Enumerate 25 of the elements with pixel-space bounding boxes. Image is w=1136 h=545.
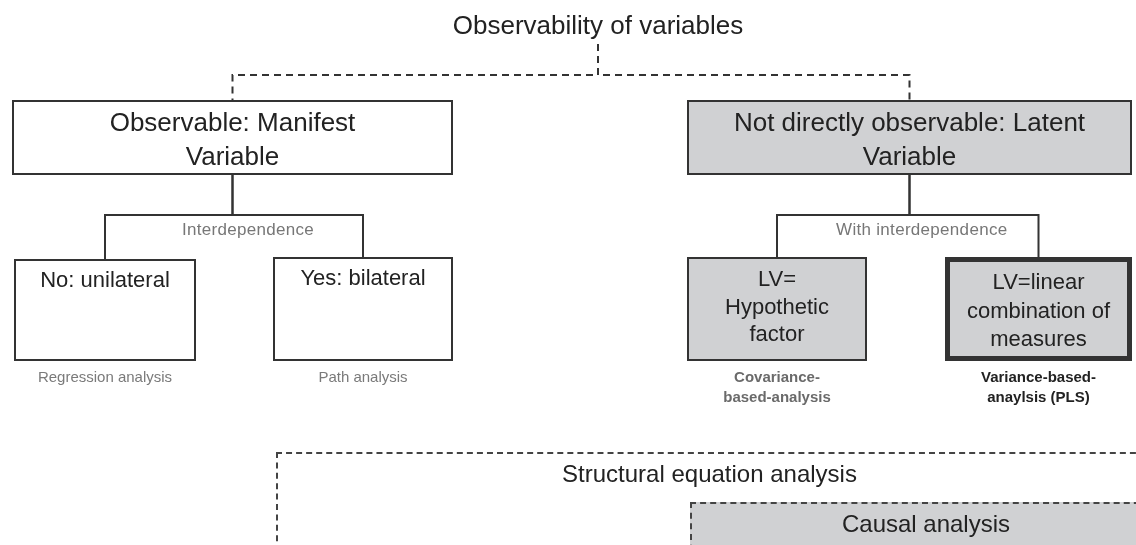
edge-label: Interdependence [181, 220, 315, 240]
dashed-region [276, 452, 1136, 545]
node-label: Causal analysis [840, 510, 1012, 539]
node-label: No: unilateral [39, 267, 171, 294]
category-box [687, 257, 867, 361]
node-label: Structural equation analysis [561, 460, 858, 489]
node-label: Not directly observable: Latent Variable [732, 106, 1087, 173]
dashed-connector [597, 43, 911, 101]
heading-node-label: Observability of variables [452, 10, 744, 42]
category-box [12, 100, 453, 175]
category-box [273, 257, 453, 361]
node-label: Yes: bilateral [299, 265, 427, 292]
node-label: LV=linear combination of measures [965, 268, 1112, 354]
category-box [687, 100, 1132, 175]
category-box [945, 257, 1132, 361]
edge-label: With interdependence [836, 220, 1008, 240]
connector [231, 174, 364, 258]
method-caption: Covariance-based-analysis [722, 367, 832, 408]
connector [908, 174, 1040, 258]
node-label: LV= Hypothetic factor [724, 265, 830, 348]
node-label: Observable: Manifest Variable [108, 106, 357, 173]
category-box [14, 259, 196, 361]
method-caption: Variance-based-anaylsis (PLS) [979, 367, 1098, 408]
method-caption: Path analysis [317, 367, 409, 387]
method-caption: Regression analysis [36, 367, 174, 387]
